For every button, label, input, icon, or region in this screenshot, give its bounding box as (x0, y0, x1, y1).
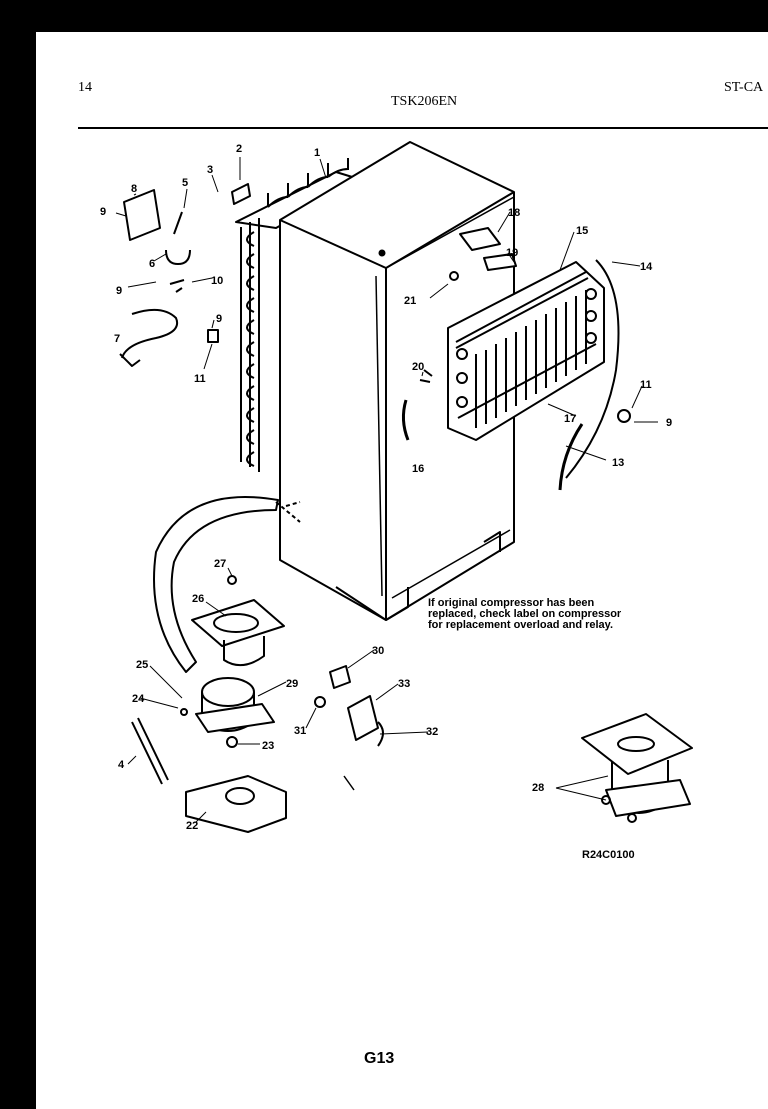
overload-protector (347, 695, 379, 741)
callout-19: 19 (506, 247, 518, 259)
callout-23: 23 (262, 740, 274, 752)
callout-3: 3 (207, 164, 213, 176)
header-rule (78, 127, 768, 129)
callout-28: 28 (532, 782, 544, 794)
callout-2: 2 (236, 143, 242, 155)
parts-diagram-sheet: 14 TSK206EN ST-CA (36, 32, 768, 1109)
relay (329, 665, 351, 689)
page-number: 14 (78, 80, 92, 95)
callout-27: 27 (214, 558, 226, 570)
callout-9b: 9 (116, 285, 122, 297)
callout-13: 13 (612, 457, 624, 469)
callout-17: 17 (564, 413, 576, 425)
reference-code: R24C0100 (582, 849, 635, 861)
callout-29: 29 (286, 678, 298, 690)
page-code: G13 (364, 1050, 395, 1067)
compressor-replacement-note: If original compressor has been replaced… (428, 597, 622, 631)
callout-22: 22 (186, 820, 198, 832)
callout-11a: 11 (194, 373, 206, 385)
callout-25: 25 (136, 659, 148, 671)
callout-8: 8 (131, 183, 137, 195)
callout-18: 18 (508, 207, 520, 219)
drain-tube (153, 496, 301, 673)
callout-4: 4 (118, 759, 125, 771)
model-number: TSK206EN (391, 94, 458, 109)
callout-21: 21 (404, 295, 416, 307)
callout-11b: 11 (640, 379, 652, 391)
callout-9a: 9 (100, 206, 106, 218)
callout-16: 16 (412, 463, 424, 475)
condenser-coil (235, 158, 363, 472)
evaporator (447, 259, 620, 479)
part-8 (123, 189, 161, 241)
callout-30: 30 (372, 645, 384, 657)
callout-26: 26 (192, 593, 204, 605)
callout-7: 7 (114, 333, 120, 345)
callout-10: 10 (211, 275, 223, 287)
callout-labels: 1 2 3 5 8 9 6 10 9 9 7 11 18 19 15 14 21… (100, 143, 672, 832)
callout-24: 24 (132, 693, 145, 705)
compressor-assembly (131, 575, 287, 833)
power-cord (121, 308, 178, 359)
callout-9c: 9 (216, 313, 222, 325)
callout-20: 20 (412, 361, 424, 373)
callout-5: 5 (182, 177, 188, 189)
part-19 (483, 253, 517, 271)
callout-9d: 9 (666, 417, 672, 429)
callout-6: 6 (149, 258, 155, 270)
callout-15: 15 (576, 225, 588, 237)
series-code: ST-CA (724, 80, 764, 95)
part-18 (459, 227, 501, 251)
callout-33: 33 (398, 678, 410, 690)
callout-32: 32 (426, 726, 438, 738)
alternate-compressor (581, 713, 693, 823)
callout-1: 1 (314, 147, 320, 159)
exploded-view-drawing: 1 2 3 5 8 9 6 10 9 9 7 11 18 19 15 14 21… (100, 141, 693, 833)
callout-14: 14 (640, 261, 653, 273)
callout-31: 31 (294, 725, 306, 737)
refrigerator-cabinet (279, 141, 515, 621)
